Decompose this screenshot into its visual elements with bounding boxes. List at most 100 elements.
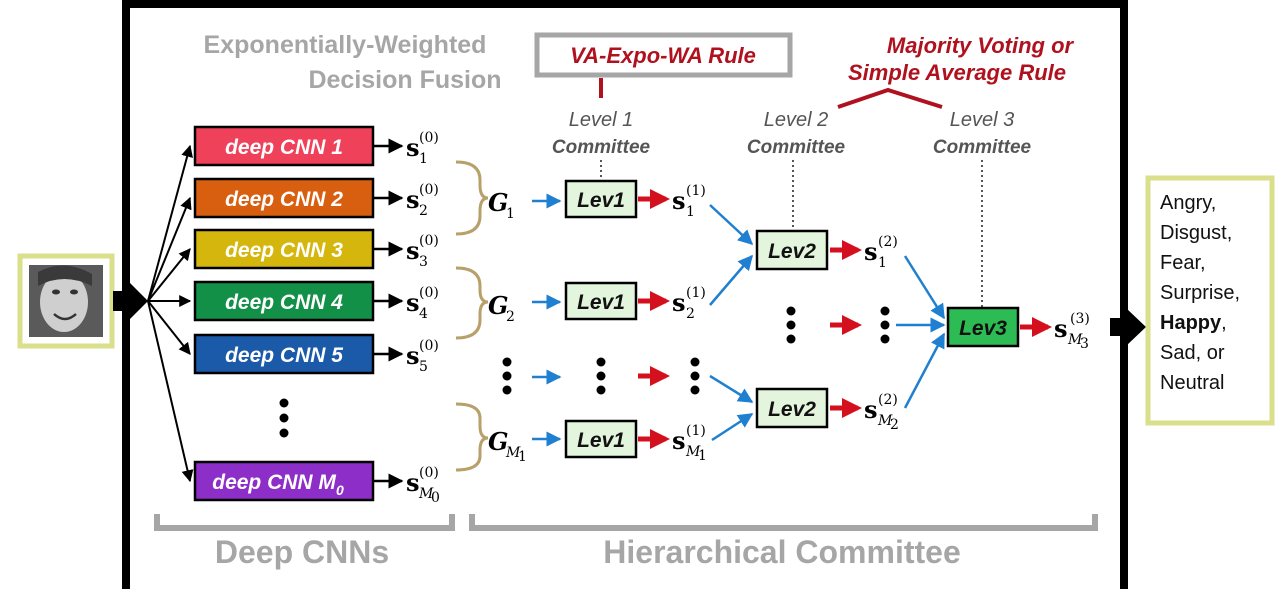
lev1-box [564, 281, 638, 321]
output-surprise: Surprise, [1160, 282, 1240, 304]
cnn-3: deep CNN 3 [193, 228, 375, 270]
cnn-label: deep CNN 2 [225, 188, 343, 211]
svg-text:G: G [488, 427, 509, 456]
svg-text:s: s [672, 288, 686, 317]
lev1-a: Lev1 [564, 179, 638, 219]
svg-text:(2): (2) [878, 392, 898, 408]
cnn-box [193, 333, 375, 375]
lev3-label: Lev3 [959, 317, 1007, 340]
output-disgust: Disgust, [1160, 222, 1232, 244]
cnn-label: deep CNN 3 [225, 239, 343, 262]
label-deep-cnns: Deep CNNs [215, 534, 389, 570]
svg-text:1: 1 [419, 151, 428, 167]
cnn-output-arrows [374, 138, 404, 489]
va-rule-box [534, 32, 793, 78]
svg-text:s: s [406, 133, 420, 162]
output-labels: Angry, Disgust, Fear, Surprise, Happy, S… [1160, 192, 1240, 394]
svg-text:(1): (1) [686, 423, 706, 439]
svg-text:(0): (0) [419, 130, 439, 146]
output-sad: Sad, or [1160, 342, 1225, 364]
svg-text:(1): (1) [686, 183, 706, 199]
lev2-label: Lev2 [768, 398, 816, 421]
title-line2: Decision Fusion [308, 66, 501, 94]
blue-arrows-lev3 [896, 255, 946, 409]
va-rule-label: VA-Expo-WA Rule [570, 43, 756, 68]
s2-labels: s(2)1 s(2)M2 [864, 234, 899, 433]
cnn-2: deep CNN 2 [193, 177, 375, 219]
svg-text:(1): (1) [686, 285, 706, 301]
svg-text:0: 0 [431, 490, 440, 506]
svg-text:3: 3 [419, 254, 428, 270]
g-labels: G1 G2 GM1 [488, 188, 527, 465]
red-arrows [638, 189, 862, 449]
svg-text:2: 2 [890, 417, 899, 433]
cnn-box [193, 228, 375, 270]
cnn-1: deep CNN 1 [193, 125, 375, 167]
svg-text:1: 1 [518, 449, 527, 465]
svg-text:2: 2 [686, 306, 695, 322]
lev2-box [755, 229, 829, 271]
cnn-4: deep CNN 4 [193, 280, 375, 322]
level3-title: Level 3 [950, 109, 1015, 131]
cnn-box [193, 460, 375, 502]
svg-text:M: M [505, 445, 521, 461]
svg-text:s: s [864, 237, 878, 266]
cnn-5: deep CNN 5 [193, 333, 375, 375]
lev2-label: Lev2 [768, 240, 816, 263]
svg-text:M: M [418, 486, 434, 502]
lev3-box [946, 306, 1020, 348]
cnn-box [193, 125, 375, 167]
lev3: Lev3 [946, 306, 1020, 348]
svg-text:(0): (0) [419, 182, 439, 198]
svg-text:3: 3 [1080, 336, 1089, 352]
cnn-box [193, 177, 375, 219]
group-braces [455, 160, 489, 472]
level1-title: Level 1 [569, 109, 634, 131]
svg-text:M: M [1067, 332, 1083, 348]
svg-text:(0): (0) [419, 233, 439, 249]
lev1-label: Lev1 [577, 291, 625, 314]
blue-arrows-lev1 [532, 193, 562, 447]
svg-text:M: M [877, 413, 893, 429]
svg-text:s: s [864, 395, 878, 424]
svg-text:1: 1 [686, 204, 695, 220]
svg-text:s: s [672, 426, 686, 455]
output-box [1145, 175, 1275, 426]
svg-text:(3): (3) [1070, 311, 1090, 327]
svg-text:M: M [685, 444, 701, 460]
svg-text:(0): (0) [419, 285, 439, 301]
lev2-box [755, 387, 829, 429]
majority-line2: Simple Average Rule [848, 60, 1066, 85]
svg-text:1: 1 [698, 448, 707, 464]
blue-arrows-lev2 [709, 204, 754, 442]
output-happy: Happy, [1160, 312, 1227, 334]
s1-labels: s(1)1 s(1)2 s(1)M1 [672, 183, 707, 464]
svg-text:s: s [1054, 314, 1068, 343]
output-neutral: Neutral [1160, 372, 1224, 394]
svg-text:(0): (0) [419, 338, 439, 354]
s0-labels: s(0)1 s(0)2 s(0)3 s(0)4 s(0)5 s(0)M0 [406, 130, 440, 506]
svg-text:s: s [672, 186, 686, 215]
svg-text:5: 5 [419, 359, 428, 375]
row-ellipsis [502, 306, 890, 395]
label-hierarchical-committee: Hierarchical Committee [603, 534, 960, 570]
title-line1: Exponentially-Weighted [204, 31, 487, 59]
level3-committee: Committee [933, 137, 1032, 158]
output-arrow [1110, 308, 1146, 346]
svg-text:2: 2 [419, 203, 428, 219]
level2-committee: Committee [747, 137, 846, 158]
svg-text:(2): (2) [878, 234, 898, 250]
bracket-deep-cnns [154, 514, 455, 531]
svg-text:s: s [406, 468, 420, 497]
majority-line1: Majority Voting or [887, 33, 1075, 58]
cnn-ellipsis [279, 398, 289, 438]
input-arrow [113, 283, 148, 319]
output-angry: Angry, [1160, 192, 1216, 214]
svg-text:2: 2 [506, 309, 515, 325]
face-image [29, 265, 103, 337]
lev1-c: Lev1 [564, 419, 638, 459]
fanout-arrows [147, 144, 194, 483]
cnn-label: deep CNN 4 [225, 291, 343, 314]
